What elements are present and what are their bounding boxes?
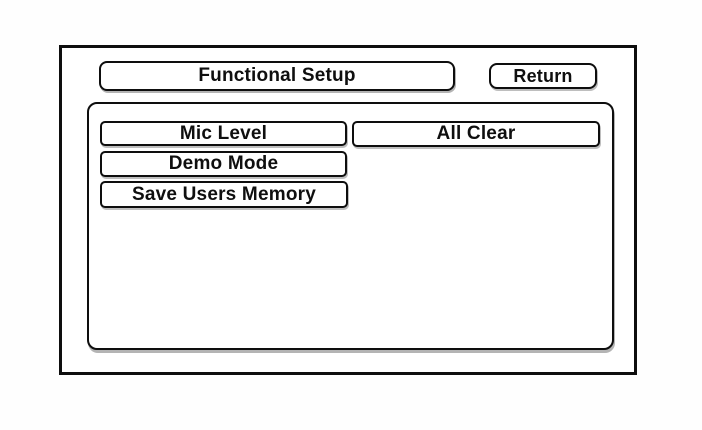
page-title-label: Functional Setup [198,65,356,86]
return-button[interactable]: Return [489,63,597,89]
mic-level-label: Mic Level [179,122,268,144]
all-clear-label: All Clear [436,123,516,144]
device-screen-frame: Functional Setup Return Mic Level All Cl… [59,45,637,375]
page-title: Functional Setup [99,61,455,91]
mic-level-button[interactable]: Mic Level [100,121,347,146]
save-users-memory-label: Save Users Memory [131,183,316,205]
all-clear-button[interactable]: All Clear [352,121,600,147]
demo-mode-label: Demo Mode [168,153,279,174]
return-button-label: Return [513,65,573,86]
save-users-memory-button[interactable]: Save Users Memory [100,181,348,208]
demo-mode-button[interactable]: Demo Mode [100,151,347,177]
